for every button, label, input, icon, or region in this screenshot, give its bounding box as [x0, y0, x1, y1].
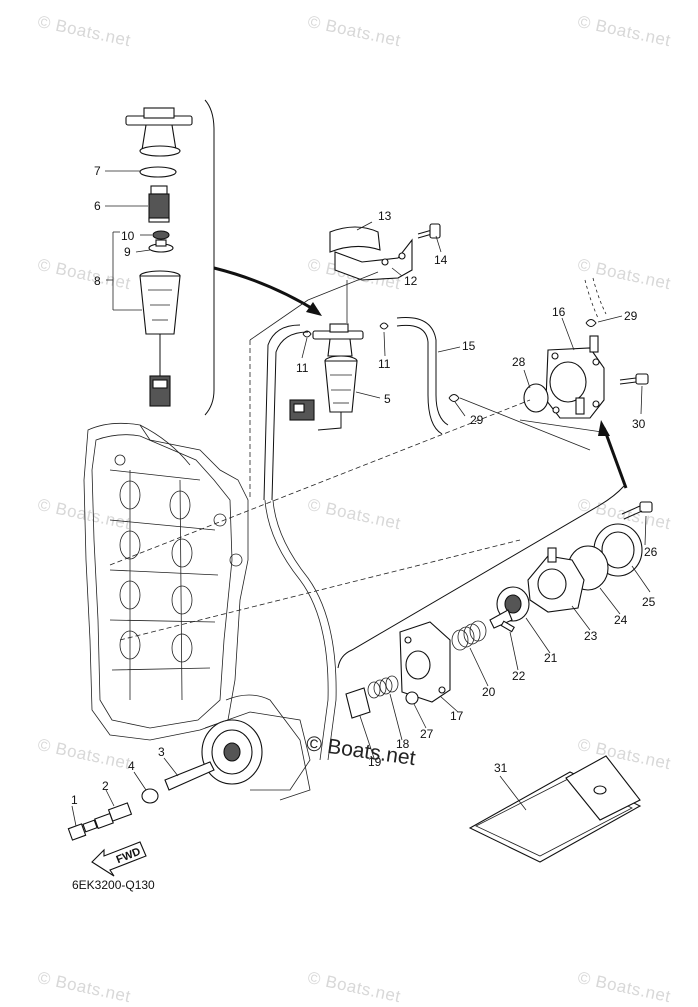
callout-11: 11 — [296, 361, 309, 375]
callout-13: 13 — [378, 209, 392, 223]
callout-numbers: 1 2 3 4 5 6 7 8 9 10 11 11 12 13 14 15 1… — [71, 164, 658, 807]
drive-shaft — [164, 761, 215, 791]
callout-3: 3 — [158, 745, 165, 759]
guide-line — [109, 340, 531, 641]
filter-element — [148, 185, 170, 223]
callout-20: 20 — [482, 685, 496, 699]
callout-28: 28 — [512, 355, 526, 369]
leader-lines-left — [105, 170, 152, 311]
engine-block — [83, 422, 311, 801]
callout-5: 5 — [384, 392, 391, 406]
flywheel-area — [201, 711, 311, 791]
leader-lines-bottom-left — [71, 757, 179, 827]
callout-10: 10 — [121, 229, 135, 243]
parts-bag — [468, 755, 642, 863]
bracket-screw — [417, 223, 441, 239]
callout-31: 31 — [494, 761, 508, 775]
hose-dashed — [584, 277, 607, 319]
shaft-bushing — [141, 788, 159, 804]
hose-clip — [379, 322, 389, 330]
fuel-hose-right — [396, 316, 449, 435]
pump-lifter — [345, 687, 371, 719]
callout-18: 18 — [396, 737, 410, 751]
pump-o-ring — [523, 383, 549, 413]
callout-23: 23 — [584, 629, 598, 643]
callout-17: 17 — [450, 709, 464, 723]
leader-lines-pump — [459, 315, 643, 451]
hose-clip — [448, 394, 460, 402]
callout-15: 15 — [462, 339, 476, 353]
callout-11b: 11 — [378, 357, 391, 371]
callout-4: 4 — [128, 759, 135, 773]
callout-30: 30 — [632, 417, 646, 431]
group-bracket — [337, 485, 625, 669]
callout-7: 7 — [94, 164, 101, 178]
callout-29b: 29 — [470, 413, 484, 427]
pump-plunger — [489, 586, 530, 629]
fuel-filter-assembly — [289, 323, 364, 431]
arrow-head — [598, 420, 610, 436]
arrow-head — [306, 302, 322, 316]
filter-float — [148, 239, 174, 253]
group-arrow — [602, 427, 628, 489]
group-arrow — [213, 266, 319, 314]
filter-washer — [152, 230, 170, 240]
lifter-spring — [367, 675, 399, 699]
fuel-pump-assembly — [545, 335, 605, 419]
callout-2: 2 — [102, 779, 109, 793]
base-washer — [405, 691, 419, 705]
callout-25: 25 — [642, 595, 656, 609]
filter-cap — [125, 107, 193, 157]
pump-spring — [451, 620, 487, 651]
callout-26: 26 — [644, 545, 658, 559]
callout-14: 14 — [434, 253, 448, 267]
callout-16: 16 — [552, 305, 566, 319]
pump-base — [399, 621, 451, 703]
fwd-arrow: FWD — [91, 841, 147, 877]
diagram-code: 6EK3200-Q130 — [72, 878, 155, 892]
shaft-fitting — [94, 802, 133, 830]
cover-screw — [621, 501, 653, 520]
drain-bolt — [67, 819, 98, 841]
pump-pin — [500, 620, 515, 633]
pump-bolt — [619, 373, 649, 385]
filter-bracket — [329, 226, 413, 281]
callout-22: 22 — [512, 669, 526, 683]
o-ring — [139, 166, 177, 178]
hose-clip — [585, 319, 597, 327]
leader-lines-right — [359, 515, 651, 759]
callout-12: 12 — [404, 274, 418, 288]
callout-8: 8 — [94, 274, 101, 288]
filter-cup — [139, 270, 181, 407]
callout-1: 1 — [71, 793, 78, 807]
callout-24: 24 — [614, 613, 628, 627]
callout-19: 19 — [368, 755, 382, 769]
callout-6: 6 — [94, 199, 101, 213]
long-hose — [264, 499, 337, 761]
callout-27: 27 — [420, 727, 434, 741]
callout-29: 29 — [624, 309, 638, 323]
fuel-hose-left — [263, 324, 309, 501]
callout-21: 21 — [544, 651, 558, 665]
group-bracket — [204, 99, 215, 416]
callout-9: 9 — [124, 245, 131, 259]
pump-body — [527, 547, 585, 613]
leader-lines-top — [249, 221, 466, 417]
